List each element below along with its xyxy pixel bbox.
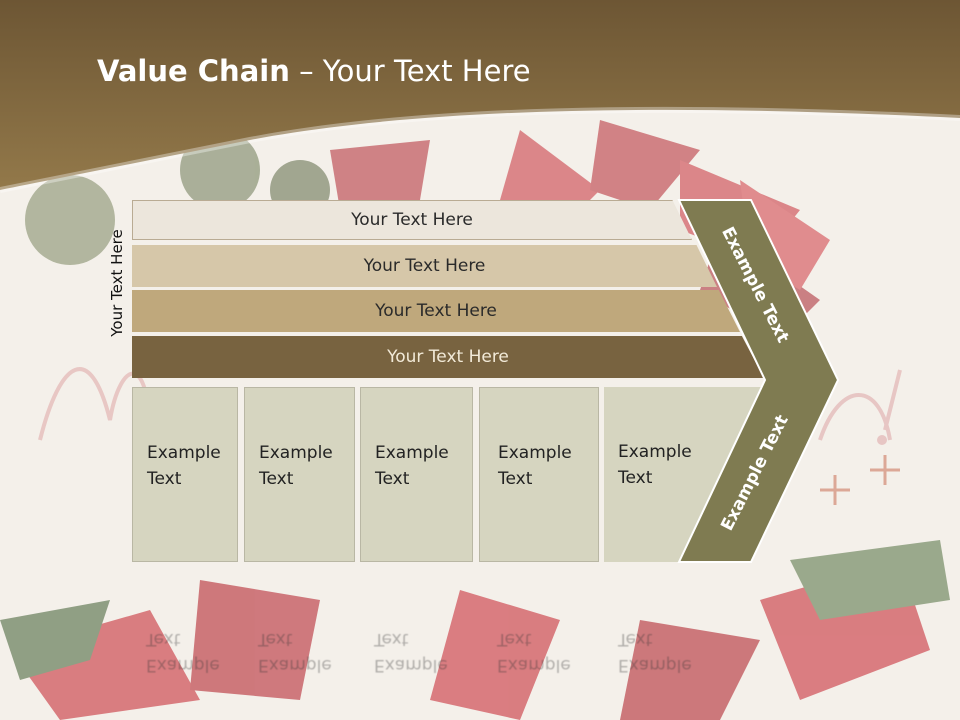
slide-title: Value Chain – Your Text Here (97, 54, 531, 88)
box-3-line1: Example (375, 443, 449, 463)
title-rest: – Your Text Here (289, 54, 531, 88)
bar-2-label: Your Text Here (363, 256, 486, 276)
reflection-1-line2: Text (146, 629, 181, 649)
box-4-line1: Example (498, 443, 572, 463)
value-chevron (677, 199, 840, 563)
bar-4-label: Your Text Here (387, 347, 509, 367)
box-3-line2: Text (375, 469, 410, 489)
bar-4: Your Text Here (132, 336, 764, 378)
box-2: Example Text (244, 387, 355, 562)
bar-3: Your Text Here (132, 290, 740, 332)
reflection-3-line1: Example (374, 655, 448, 675)
boxes-reflection: Example Text Example Text Example Text E… (132, 566, 852, 720)
box-1: Example Text (132, 387, 238, 562)
reflection-text-2: Example Text (258, 626, 332, 678)
reflection-3-line2: Text (374, 629, 409, 649)
reflection-1-line1: Example (146, 655, 220, 675)
box-5-line2: Text (618, 468, 653, 488)
reflection-5-line2: Text (618, 629, 653, 649)
reflection-2-line2: Text (258, 629, 293, 649)
box-5-line1: Example (618, 442, 692, 462)
reflection-2-line1: Example (258, 655, 332, 675)
box-3: Example Text (360, 387, 473, 562)
box-4-line2: Text (498, 469, 533, 489)
box-1-line2: Text (147, 469, 182, 489)
reflection-5-line1: Example (618, 655, 692, 675)
bar-2: Your Text Here (132, 245, 717, 287)
reflection-4-line2: Text (497, 629, 532, 649)
box-4: Example Text (479, 387, 599, 562)
bar-1-label: Your Text Here (351, 210, 473, 230)
reflection-text-4: Example Text (497, 626, 571, 678)
reflection-text-5: Example Text (618, 626, 692, 678)
box-2-line2: Text (259, 469, 294, 489)
box-2-line1: Example (259, 443, 333, 463)
reflection-4-line1: Example (497, 655, 571, 675)
vertical-label: Your Text Here (108, 229, 126, 337)
reflection-text-3: Example Text (374, 626, 448, 678)
bar-1: Your Text Here (132, 200, 692, 240)
bar-3-label: Your Text Here (375, 301, 497, 321)
title-bold: Value Chain (97, 54, 290, 88)
reflection-text-1: Example Text (146, 626, 220, 678)
box-1-line1: Example (147, 443, 221, 463)
